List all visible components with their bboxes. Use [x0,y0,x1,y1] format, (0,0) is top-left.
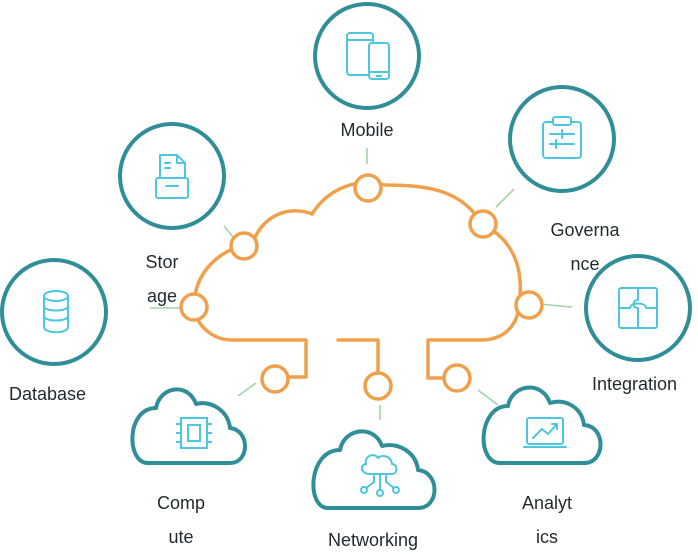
label-analytics-line-2: ics [536,527,558,547]
central-cloud-outline [192,180,523,386]
label-analytics-line-1: Analyt [521,493,573,513]
database-icon [43,290,69,334]
label-storage-line-2: age [146,286,178,306]
label-analytics: Analyt ics [502,486,592,554]
label-compute-line-1: Comp [156,493,205,513]
label-database: Database [9,383,86,405]
label-integration: Integration [592,373,677,395]
chart-icon [523,417,567,448]
clipboard-icon [542,116,582,159]
label-mobile: Mobile [327,119,407,141]
node-analytics [481,385,603,465]
label-compute-line-2: ute [168,527,194,547]
node-networking [311,429,437,510]
label-storage-line-1: Stor [145,252,179,272]
label-governance-line-2: nce [570,254,600,274]
node-mobile [313,2,421,110]
node-database [0,258,108,366]
chip-icon [176,417,212,449]
label-networking-line-1: Networking [327,530,419,550]
node-storage [118,122,226,230]
node-integration [584,254,692,362]
label-governance: Governa nce [533,213,637,281]
label-database-line-1: Database [9,384,87,404]
connection-dots [179,173,544,401]
label-networking: Networking [308,529,438,551]
label-integration-line-1: Integration [592,374,678,394]
label-storage: Stor age [132,245,192,313]
node-compute [130,387,247,465]
label-mobile-line-1: Mobile [340,120,394,140]
label-compute: Comp ute [143,486,219,554]
puzzle-icon [618,287,658,329]
node-governance [508,85,616,193]
cloud-network-icon [360,454,400,497]
file-box-icon [155,154,189,199]
label-governance-line-1: Governa [550,220,620,240]
mobile-icon [346,32,390,80]
